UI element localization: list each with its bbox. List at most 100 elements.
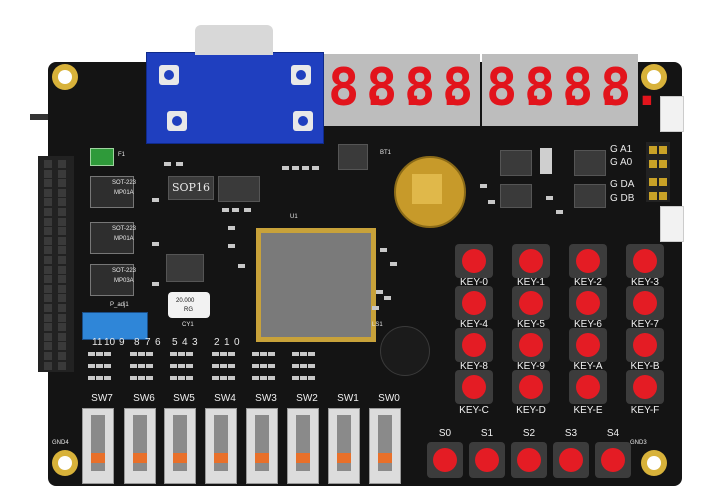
mounting-hole-bottom-right [641, 450, 667, 476]
key-button-a[interactable] [569, 328, 607, 362]
key-button-8[interactable] [455, 328, 493, 362]
key-button-e[interactable] [569, 370, 607, 404]
key-button-1[interactable] [512, 244, 550, 278]
slide-switch-sw0[interactable] [369, 408, 401, 484]
osc-name: RG [184, 307, 193, 313]
slide-switch-sw3[interactable] [246, 408, 278, 484]
capacitor [292, 166, 299, 170]
header-pin [58, 246, 66, 255]
resistor [104, 364, 111, 368]
key-button-5[interactable] [512, 286, 550, 320]
resistor [252, 352, 259, 356]
header-pin [58, 342, 66, 351]
capacitor [376, 290, 383, 294]
resistor [292, 376, 299, 380]
capacitor [384, 296, 391, 300]
switch-label: SW1 [337, 393, 359, 404]
key-label: KEY-9 [517, 361, 545, 372]
push-button-s0[interactable] [427, 442, 463, 478]
vga-screw-icon [291, 65, 311, 85]
resistor [220, 352, 227, 356]
header-pin [44, 284, 52, 293]
mounting-hole-top-right [641, 64, 667, 90]
segment-digit: 8. [486, 58, 549, 118]
key-button-f[interactable] [626, 370, 664, 404]
key-label: KEY-6 [574, 319, 602, 330]
resistor [170, 376, 177, 380]
header-pin [44, 342, 52, 351]
buzzer [380, 326, 430, 376]
slide-switch-sw2[interactable] [287, 408, 319, 484]
key-button-2[interactable] [569, 244, 607, 278]
s-button-label: S3 [564, 428, 578, 439]
key-button-4[interactable] [455, 286, 493, 320]
push-button-s3[interactable] [553, 442, 589, 478]
header-pin [58, 236, 66, 245]
header-pin [58, 323, 66, 332]
resistor [138, 364, 145, 368]
key-button-9[interactable] [512, 328, 550, 362]
push-button-s2[interactable] [511, 442, 547, 478]
switch-label: SW2 [296, 393, 318, 404]
switch-label: SW6 [133, 393, 155, 404]
resistor [268, 364, 275, 368]
segment-digit: 8. [366, 58, 429, 118]
key-button-7[interactable] [626, 286, 664, 320]
capacitor [164, 162, 171, 166]
capacitor [312, 166, 319, 170]
resistor [130, 352, 137, 356]
key-button-c[interactable] [455, 370, 493, 404]
resistor [146, 376, 153, 380]
slide-switch-sw4[interactable] [205, 408, 237, 484]
key-label: KEY-B [630, 361, 660, 372]
resistor [96, 376, 103, 380]
resistor [170, 352, 177, 356]
mounting-hole-bottom-left [52, 450, 78, 476]
s-button-label: S4 [606, 428, 620, 439]
resistor [88, 352, 95, 356]
crystal-small [540, 148, 552, 174]
pin-header-right [646, 142, 670, 202]
key-button-b[interactable] [626, 328, 664, 362]
header-pin [58, 352, 66, 360]
key-button-0[interactable] [455, 244, 493, 278]
slide-switch-sw1[interactable] [328, 408, 360, 484]
capacitor [282, 166, 289, 170]
slide-switch-sw6[interactable] [124, 408, 156, 484]
small-chip [574, 184, 606, 208]
header-pin [44, 236, 52, 245]
gnd-label: GND3 [630, 440, 647, 446]
key-button-d[interactable] [512, 370, 550, 404]
capacitor [238, 264, 245, 268]
header-pin [44, 160, 52, 168]
resistor [268, 376, 275, 380]
segment-digit: 8. [328, 58, 391, 118]
gnd-label: GND4 [52, 440, 69, 446]
sot-label: SOT-223 [112, 268, 137, 274]
resistor [212, 364, 219, 368]
vga-screw-icon [159, 65, 179, 85]
resistor [146, 364, 153, 368]
resistor [260, 376, 267, 380]
regulator [90, 222, 134, 254]
dip-label: 11 [92, 337, 103, 348]
header-pin [44, 169, 52, 178]
capacitor [488, 200, 495, 204]
capacitor [152, 242, 159, 246]
key-button-3[interactable] [626, 244, 664, 278]
key-label: KEY-F [630, 405, 660, 416]
dip-label: 2 [214, 337, 220, 348]
slide-switch-sw7[interactable] [82, 408, 114, 484]
slide-switch-sw5[interactable] [164, 408, 196, 484]
resistor [170, 364, 177, 368]
key-label: KEY-4 [460, 319, 488, 330]
resistor [138, 376, 145, 380]
resistor [96, 364, 103, 368]
regulator [90, 176, 134, 208]
vga-cap [195, 25, 273, 55]
s-button-label: S2 [522, 428, 536, 439]
push-button-s1[interactable] [469, 442, 505, 478]
push-button-s4[interactable] [595, 442, 631, 478]
header-label: G A1 [610, 144, 633, 155]
key-button-6[interactable] [569, 286, 607, 320]
